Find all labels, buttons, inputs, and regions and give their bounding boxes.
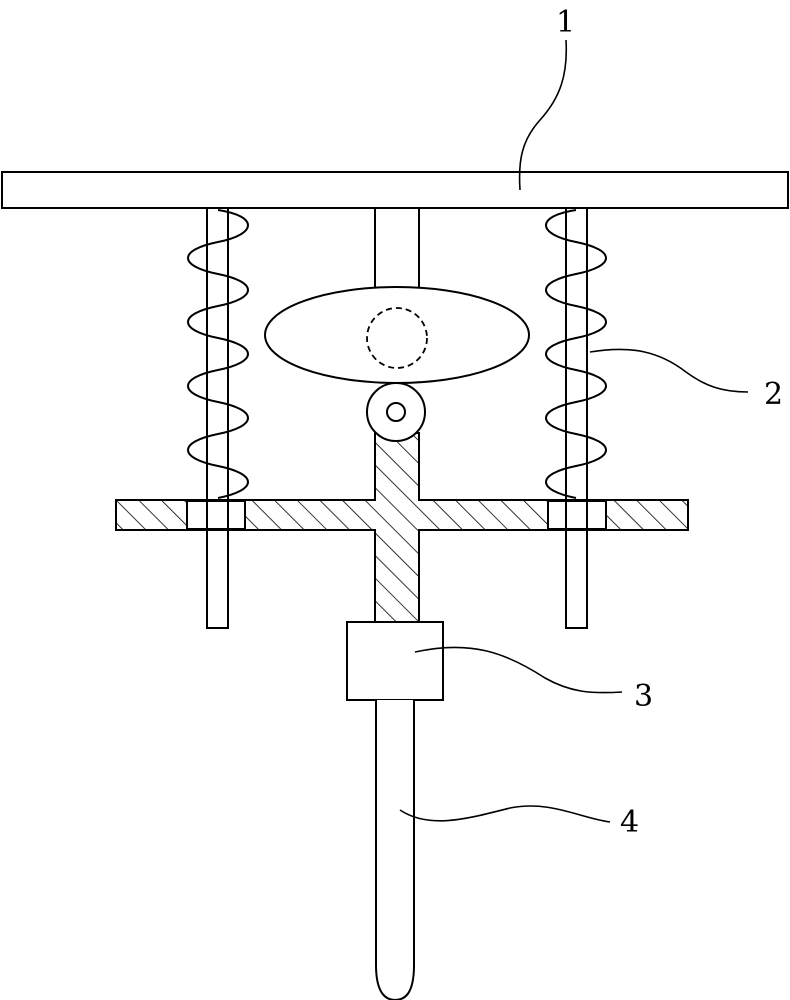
leader-line-3 bbox=[414, 646, 623, 694]
left-guide-rod bbox=[206, 207, 229, 629]
left-spring bbox=[187, 209, 249, 499]
label-4: 4 bbox=[620, 805, 639, 840]
roller-pin bbox=[386, 402, 406, 422]
leader-line-4 bbox=[399, 805, 611, 823]
coupling-block bbox=[346, 621, 444, 701]
cam-ellipse bbox=[264, 286, 530, 384]
label-2: 2 bbox=[764, 377, 783, 412]
left-rod-hole bbox=[186, 500, 246, 530]
right-guide-rod bbox=[565, 207, 588, 629]
right-spring bbox=[545, 209, 607, 499]
upper-shaft bbox=[374, 208, 420, 292]
label-3: 3 bbox=[634, 679, 653, 714]
label-1: 1 bbox=[556, 5, 575, 40]
right-rod-hole bbox=[547, 500, 607, 530]
top-plate bbox=[1, 171, 789, 209]
leader-line-1 bbox=[518, 39, 568, 191]
probe-needle bbox=[375, 700, 415, 1000]
cam-axle-dashed bbox=[366, 307, 428, 369]
leader-line-2 bbox=[589, 348, 749, 393]
